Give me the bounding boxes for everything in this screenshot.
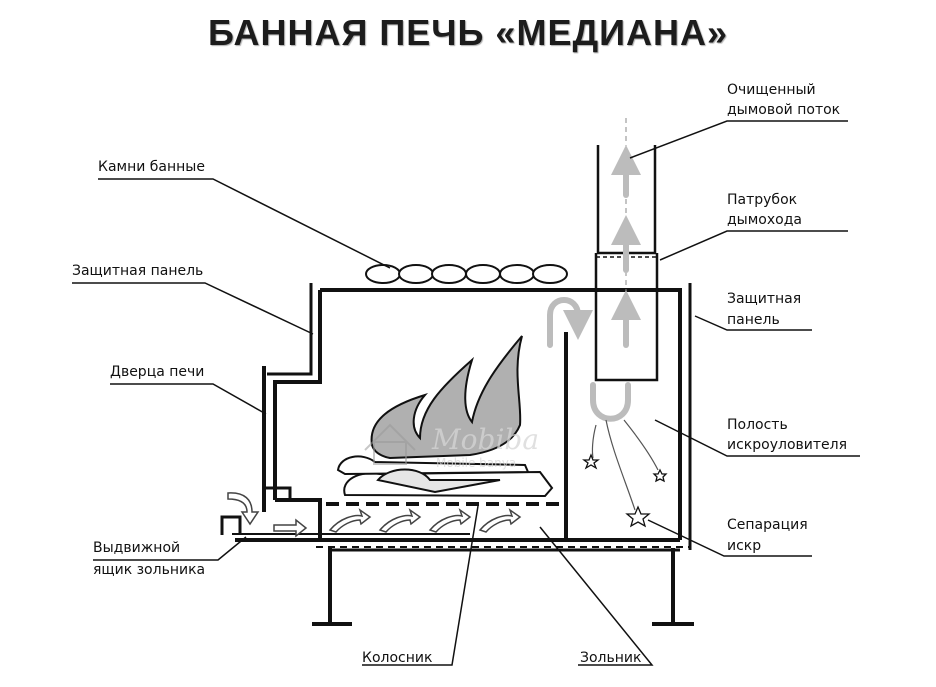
flames-icon — [370, 335, 523, 460]
watermark-sub: Mobile banya — [436, 456, 516, 470]
logs — [336, 455, 554, 498]
label-ash-drawer-2: ящик зольника — [93, 562, 206, 578]
watermark-logo — [364, 423, 416, 465]
ash-drawer-handle — [220, 515, 242, 535]
label-spark-separation-2: искр — [727, 538, 762, 554]
leader-lines — [72, 120, 860, 666]
smoke-arrows — [547, 145, 641, 422]
stove-body — [235, 283, 692, 552]
label-spark-separation-1: Сепарация — [727, 517, 808, 533]
label-spark-cavity-1: Полость — [727, 417, 788, 433]
label-protective-panel-left: Защитная панель — [72, 263, 204, 279]
stones — [365, 264, 568, 284]
label-stones: Камни банные — [98, 159, 205, 175]
label-ashpit: Зольник — [580, 650, 642, 666]
label-smoke-1: Очищенный — [727, 82, 816, 98]
watermark-brand: Mobiba — [431, 423, 539, 456]
label-stove-door: Дверца печи — [110, 364, 205, 380]
ash-arrows — [227, 492, 522, 538]
label-ash-drawer-1: Выдвижной — [93, 540, 181, 556]
label-protective-panel-right-2: панель — [727, 312, 780, 328]
label-spark-cavity-2: искроуловителя — [727, 437, 847, 453]
spark-trails — [591, 419, 659, 511]
label-pipe-1: Патрубок — [727, 192, 798, 208]
label-pipe-2: дымохода — [727, 212, 802, 228]
spark-icon — [582, 453, 668, 528]
label-protective-panel-right-1: Защитная — [727, 291, 802, 307]
label-grate: Колосник — [362, 650, 433, 666]
diagram-title: БАННАЯ ПЕЧЬ «МЕДИАНА» — [208, 12, 728, 53]
stove-legs — [312, 548, 694, 626]
label-smoke-2: дымовой поток — [727, 102, 841, 118]
